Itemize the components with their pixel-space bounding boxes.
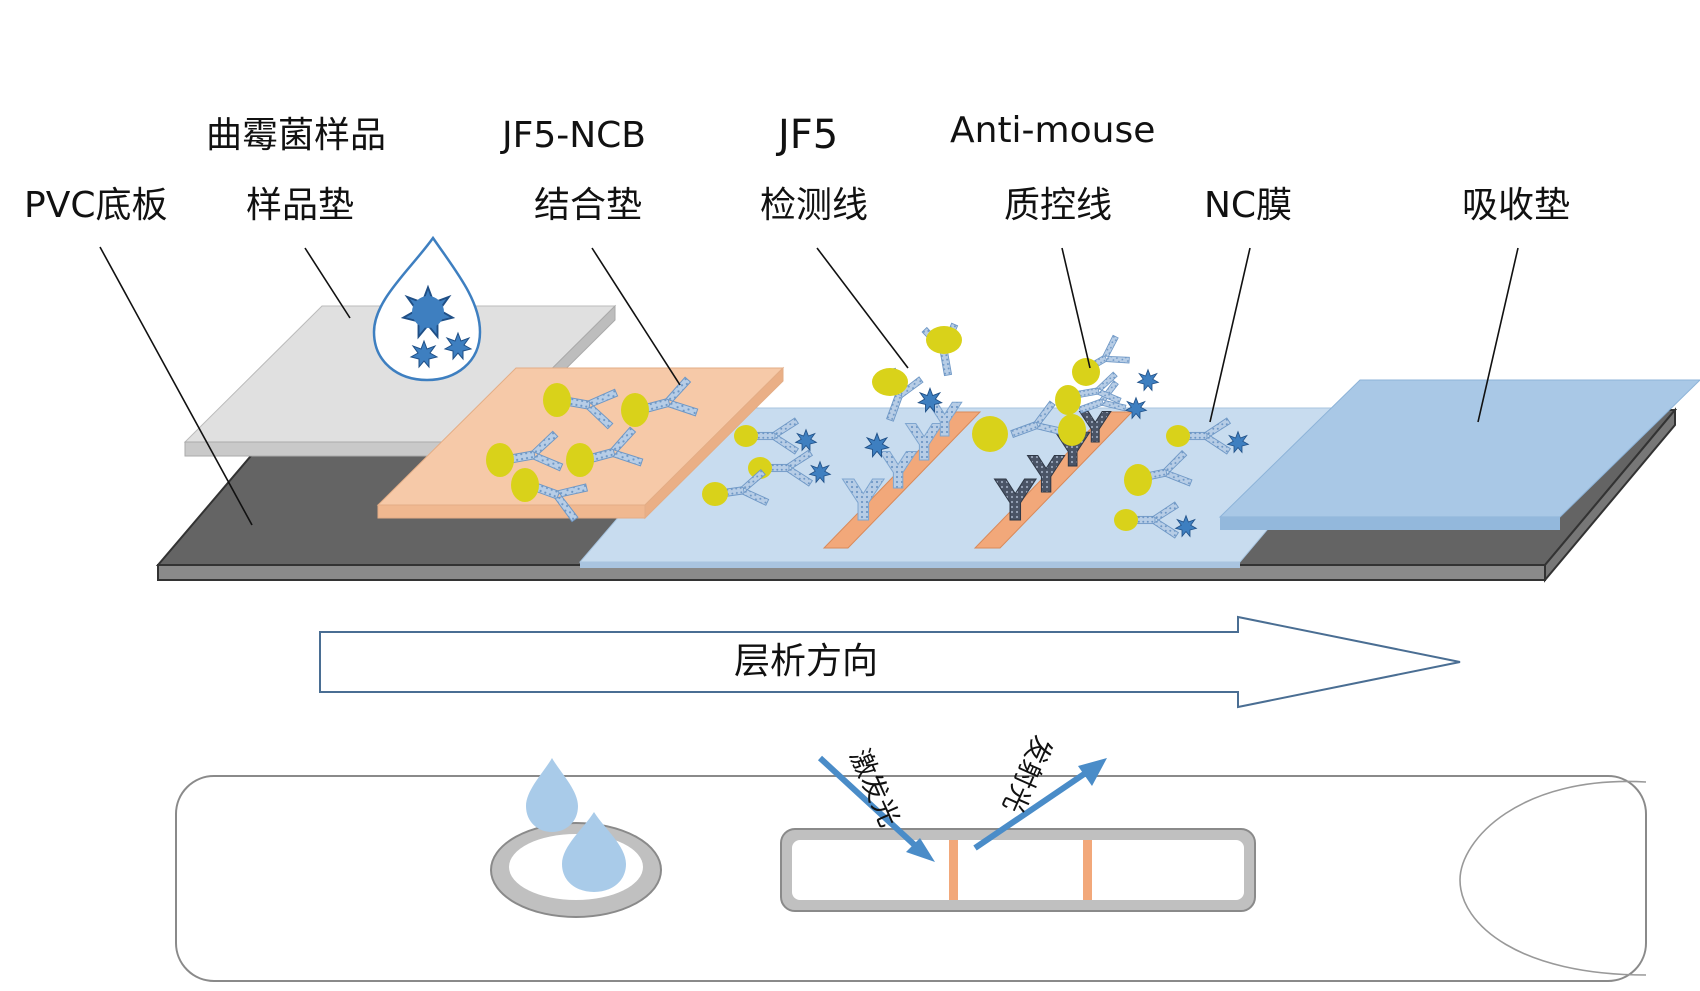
conjugate-pad: [376, 366, 785, 520]
svg-text:Y: Y: [879, 442, 917, 500]
nc-membrane-label: NC膜: [1204, 185, 1293, 226]
sample-pad-label: 样品垫: [246, 185, 355, 226]
emission-arrow: [973, 758, 1107, 851]
absorbent-pad-label: 吸收垫: [1462, 185, 1571, 226]
test-line-strip: [822, 411, 982, 549]
excitation-arrow: [817, 755, 935, 862]
leader-lines: [99, 246, 1519, 526]
water-drop-icon: [526, 758, 626, 892]
test-line-antibodies: Y Y Y Y: [842, 321, 967, 535]
result-window: [780, 828, 1256, 912]
result-control-line: [1083, 840, 1092, 900]
conjugate-particles: [486, 375, 700, 524]
svg-text:Y: Y: [905, 414, 943, 472]
svg-text:Y: Y: [994, 469, 1037, 534]
anti-mouse-label: Anti-mouse: [950, 110, 1156, 151]
test-line-label: 检测线: [760, 185, 869, 226]
pvc-label: PVC底板: [24, 185, 168, 226]
control-line-label: 质控线: [1004, 185, 1113, 226]
sample-label: 曲霉菌样品: [206, 115, 387, 156]
migrating-complexes: [702, 417, 1249, 539]
absorbent-pad: [1218, 379, 1700, 530]
control-line-antibodies: Y Y Y Y: [972, 333, 1159, 535]
conjugate-pad-label: 结合垫: [534, 185, 643, 226]
jf5-label: JF5: [778, 112, 839, 158]
sample-drop-icon: [372, 235, 482, 382]
result-test-line: [949, 840, 958, 900]
svg-text:Y: Y: [842, 469, 885, 534]
svg-text:Y: Y: [1027, 446, 1065, 504]
flow-direction-arrow: [319, 615, 1461, 709]
flow-direction-label: 层析方向: [734, 641, 879, 682]
jf5-ncb-label: JF5-NCB: [502, 115, 646, 156]
